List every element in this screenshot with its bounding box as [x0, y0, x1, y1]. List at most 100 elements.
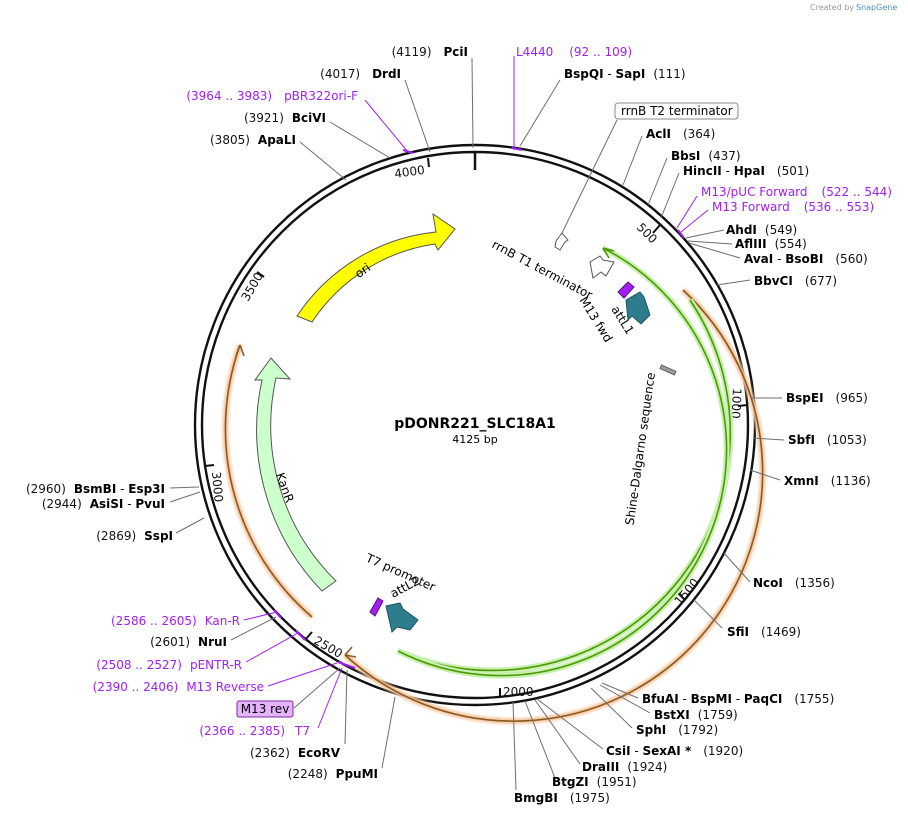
- site-ecorv[interactable]: (2362)EcoRV: [250, 746, 341, 760]
- site-acli[interactable]: AclI(364): [646, 127, 715, 141]
- tick-label-3500: 3500: [238, 270, 265, 303]
- feature-kanr[interactable]: KanR: [254, 357, 337, 592]
- bstxi-leader: [599, 684, 651, 714]
- site-csii[interactable]: CsiI - SexAI *(1920): [606, 744, 743, 758]
- m13rev-primer-leader: [267, 662, 338, 687]
- site-bspei[interactable]: BspEI(965): [786, 391, 868, 405]
- feature-ori[interactable]: ori: [296, 212, 456, 323]
- primer-m13f[interactable]: M13 Forward(536 .. 553): [712, 200, 874, 214]
- site-ahdi[interactable]: AhdI(549): [726, 223, 797, 237]
- pbr322-mark: [402, 149, 414, 154]
- site-sfii[interactable]: SfiI(1469): [727, 625, 801, 639]
- tick-1000: [737, 404, 749, 407]
- primer-kanr[interactable]: (2586 .. 2605)Kan-R: [111, 614, 240, 628]
- feature-attl2[interactable]: attL2: [385, 574, 422, 633]
- m13-fwd-arrow: [617, 281, 635, 299]
- l4440-mark: [511, 147, 523, 151]
- credit-brand: SnapGene: [856, 3, 897, 12]
- site-bmgbi[interactable]: BmgBI(1975): [514, 791, 610, 805]
- apali-leader: [299, 141, 347, 181]
- ppumi-leader: [381, 696, 396, 769]
- enzyme-labels-left: (4119)PciI (4017)DrdI (3921)BciVI (3805)…: [26, 45, 474, 781]
- tick-label-3000: 3000: [209, 471, 226, 503]
- nrui-leader: [230, 616, 277, 641]
- site-asisi[interactable]: (2944)AsiSI - PvuI: [42, 497, 165, 511]
- site-bspqi[interactable]: BspQI - SapI(111): [564, 67, 686, 81]
- site-apali[interactable]: (3805)ApaLI: [210, 133, 296, 147]
- pcii-leader: [471, 57, 474, 149]
- feature-insert-orange[interactable]: [222, 287, 766, 725]
- site-aflili[interactable]: AflIII(554): [735, 237, 807, 251]
- site-bcivi[interactable]: (3921)BciVI: [244, 111, 326, 125]
- site-btgzi[interactable]: BtgZI(1951): [552, 775, 637, 789]
- primer-m13puc[interactable]: M13/pUC Forward(522 .. 544): [701, 185, 892, 199]
- ahdi-leader: [685, 229, 725, 239]
- green-arrowhead: [602, 247, 615, 259]
- hincii-leader: [660, 172, 680, 219]
- feature-shine-dalgarno[interactable]: Shine-Dalgarno sequence: [623, 364, 677, 526]
- site-hincii[interactable]: HincII - HpaI(501): [683, 164, 809, 178]
- orange-arc: [344, 289, 764, 723]
- site-sbfi[interactable]: SbfI(1053): [788, 433, 867, 447]
- asisi-leader: [169, 491, 201, 503]
- m13-fwd-label: M13 fwd: [576, 294, 615, 345]
- ori-arrow: [296, 212, 456, 323]
- primer-m13rev[interactable]: (2390 .. 2406)M13 Reverse: [93, 680, 264, 694]
- feature-rrnb-t1[interactable]: rrnB T1 terminator: [490, 237, 615, 302]
- orange-left-arrowhead: [235, 344, 245, 357]
- m13puc-leader: [676, 195, 698, 229]
- bspqi-leader: [519, 79, 561, 147]
- xmni-leader: [749, 469, 781, 481]
- site-bsmbi[interactable]: (2960)BsmBI - Esp3I: [26, 482, 165, 496]
- tick-3000: [204, 464, 215, 467]
- rrnb-t2-box: [614, 102, 739, 120]
- feature-rrnb-t2[interactable]: rrnB T2 terminator: [554, 102, 739, 251]
- tick-label-4000: 4000: [393, 163, 425, 181]
- site-nrui[interactable]: (2601)NruI: [150, 635, 227, 649]
- tick-label-2000: 2000: [503, 685, 534, 699]
- m13rev-box[interactable]: [236, 700, 294, 718]
- aflili-leader: [687, 240, 733, 245]
- feature-attl1[interactable]: attL1: [608, 291, 651, 337]
- sbfi-leader: [752, 437, 785, 441]
- site-drdi[interactable]: (4017)DrdI: [320, 67, 401, 81]
- tick-1500: [677, 592, 686, 601]
- site-bbsi[interactable]: BbsI(437): [671, 149, 741, 163]
- btgzi-leader: [524, 700, 556, 779]
- backbone-outer: [193, 143, 757, 707]
- site-bstxi[interactable]: BstXI(1759): [654, 708, 738, 722]
- t7-primer-leader: [317, 667, 343, 729]
- m13rev-primer-mark: [337, 661, 356, 669]
- bbsi-leader: [647, 157, 668, 206]
- site-draiii[interactable]: DraIII(1924): [582, 760, 667, 774]
- primer-pbr322[interactable]: (3964 .. 3983)pBR322ori-F: [186, 89, 358, 103]
- site-bfuai[interactable]: BfuAI - BspMI - PaqCI(1755): [642, 692, 834, 706]
- orange-arrowhead: [344, 646, 357, 658]
- site-ncoi[interactable]: NcoI(1356): [753, 576, 835, 590]
- kanr-primer-mark: [273, 609, 282, 619]
- site-sspi[interactable]: (2869)SspI: [96, 529, 173, 543]
- site-ppumi[interactable]: (2248)PpuMI: [288, 767, 378, 781]
- primer-l4440[interactable]: L4440(92 .. 109): [516, 45, 632, 59]
- kanr-arrow: [254, 357, 337, 592]
- feature-insert-green[interactable]: [396, 245, 734, 679]
- primer-pentr[interactable]: (2508 .. 2527)pENTR-R: [96, 658, 242, 672]
- ncoi-leader: [723, 552, 751, 583]
- site-xmni[interactable]: XmnI(1136): [784, 474, 871, 488]
- m13rev-box-label: M13 rev: [241, 702, 290, 716]
- tick-label-500: 500: [634, 220, 660, 246]
- pentr-mark: [295, 630, 306, 641]
- enzyme-labels-right: BspQI - SapI(111) AclI(364) BbsI(437) Hi…: [512, 67, 871, 805]
- rrnb-t1-label: rrnB T1 terminator: [490, 237, 595, 302]
- site-avai[interactable]: AvaI - BsoBI(560): [744, 252, 868, 266]
- site-sphi[interactable]: SphI(1792): [636, 723, 718, 737]
- tick-500: [652, 224, 661, 234]
- primer-t7[interactable]: (2366 .. 2385)T7: [199, 724, 310, 738]
- site-pcii[interactable]: (4119)PciI: [392, 45, 468, 59]
- green-glow-inner: [396, 245, 730, 679]
- tick-4000: [427, 157, 430, 168]
- site-bbvci[interactable]: BbvCI(677): [754, 274, 837, 288]
- drdi-leader: [404, 79, 431, 153]
